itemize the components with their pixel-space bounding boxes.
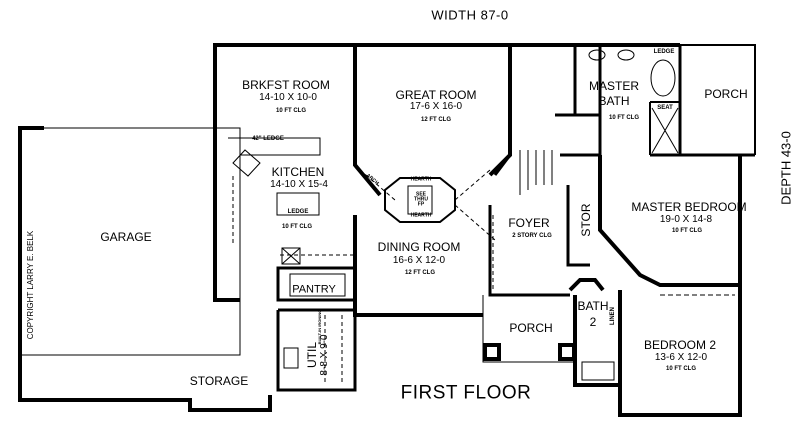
dining-room-ceiling: 12 FT CLG <box>404 270 436 276</box>
brkfst-room-ceiling: 10 FT CLG <box>275 108 307 114</box>
dining-room-label: DINING ROOM <box>377 240 461 254</box>
depth-dimension: DEPTH 43-0 <box>778 131 794 205</box>
hearth-bottom-label: HEARTH <box>410 212 432 219</box>
master-bath-label-2: BATH <box>598 94 630 108</box>
master-bedroom-size: 19-0 X 14-8 <box>659 214 713 225</box>
ledge-42-label: 42" LEDGE <box>252 136 284 142</box>
great-room-size: 17-6 X 16-0 <box>409 101 463 112</box>
bath2-number: 2 <box>589 315 597 329</box>
garage-storage-wall <box>18 126 272 412</box>
great-room-label: GREAT ROOM <box>395 88 477 102</box>
storage-label: STORAGE <box>189 374 249 388</box>
see-thru-fp-label: SEE THRU FP <box>414 191 428 208</box>
island-ledge-label: LEDGE <box>287 209 309 215</box>
stor-label: STOR <box>579 203 593 237</box>
plan-title: FIRST FLOOR <box>400 382 532 404</box>
width-dimension: WIDTH 87-0 <box>431 7 509 23</box>
hearth-top-label: HEARTH <box>410 176 432 183</box>
bath2-label: BATH <box>577 299 609 313</box>
master-bath-ceiling: 10 FT CLG <box>608 115 640 121</box>
kitchen-size: 14-10 X 15-4 <box>270 179 328 190</box>
brkfst-room-label: BRKFST ROOM <box>242 78 330 92</box>
copyright-text: COPYRIGHT LARRY E. BELK <box>26 230 35 340</box>
kitchen-label: KITCHEN <box>271 165 325 179</box>
foyer-ceiling: 2 STORY CLG <box>512 233 552 239</box>
bedroom2-ceiling: 10 FT CLG <box>665 366 697 372</box>
linen-label: LINEN <box>610 307 616 325</box>
ledge-bath-label: LEDGE <box>653 49 675 55</box>
seat-label: SEAT <box>657 105 673 111</box>
master-bedroom-label: MASTER BEDROOM <box>631 200 747 214</box>
master-bath-label-1: MASTER <box>588 79 640 93</box>
pantry-label: PANTRY <box>292 283 336 296</box>
dining-room-size: 16-6 X 12-0 <box>392 255 446 266</box>
bedroom2-label: BEDROOM 2 <box>643 338 717 352</box>
master-bedroom-ceiling: 10 FT CLG <box>671 228 703 234</box>
kitchen-ceiling: 10 FT CLG <box>281 224 313 230</box>
foyer-label: FOYER <box>508 216 550 230</box>
rear-porch-label: PORCH <box>704 87 748 101</box>
garage-label: GARAGE <box>100 230 152 244</box>
front-porch-label: PORCH <box>509 321 553 335</box>
bedroom2-size: 13-6 X 12-0 <box>654 352 708 363</box>
brkfst-room-size: 14-10 X 10-0 <box>259 92 317 103</box>
great-room-ceiling: 12 FT CLG <box>420 117 452 123</box>
util-label: UTIL <box>305 341 319 369</box>
util-size: 8-8 X 9-0 <box>319 334 330 376</box>
